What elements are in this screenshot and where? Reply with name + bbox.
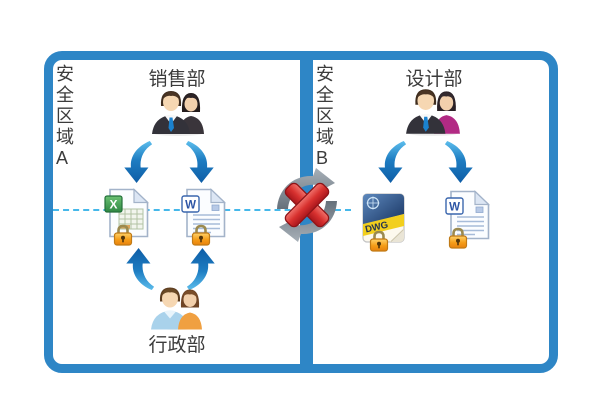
sync-arrows-icon [277,168,337,242]
design-people-icon [406,89,460,136]
lock-icon [191,224,211,246]
down-arrow-icon [185,141,214,183]
cross-icon [284,182,330,228]
lock-icon [369,230,389,252]
down-arrow-icon [444,141,473,183]
sales-people-icon [152,91,204,136]
word-logo-letter: W [449,202,460,214]
sales-dept-label: 销售部 [148,69,206,90]
dwg-file-icon: DWG [362,193,405,243]
word-file-icon: W [181,188,226,238]
down-arrow-icon [124,141,153,183]
design-dept-label: 设计部 [405,69,463,90]
word-file-icon: W [445,190,490,240]
zone-a-label: 安全区域A [56,64,74,168]
lock-icon [448,227,468,249]
down-arrow-icon [378,141,407,183]
admin-people-icon [151,287,202,330]
lock-icon [113,224,133,246]
dwg-logo-text: DWG [364,219,389,235]
excel-file-icon: X [104,188,149,238]
word-logo-letter: W [185,200,196,212]
sync-blocked-icon [277,168,337,242]
admin-dept-label: 行政部 [148,335,206,356]
zone-b-label: 安全区域B [316,64,334,168]
excel-logo-letter: X [109,198,117,212]
